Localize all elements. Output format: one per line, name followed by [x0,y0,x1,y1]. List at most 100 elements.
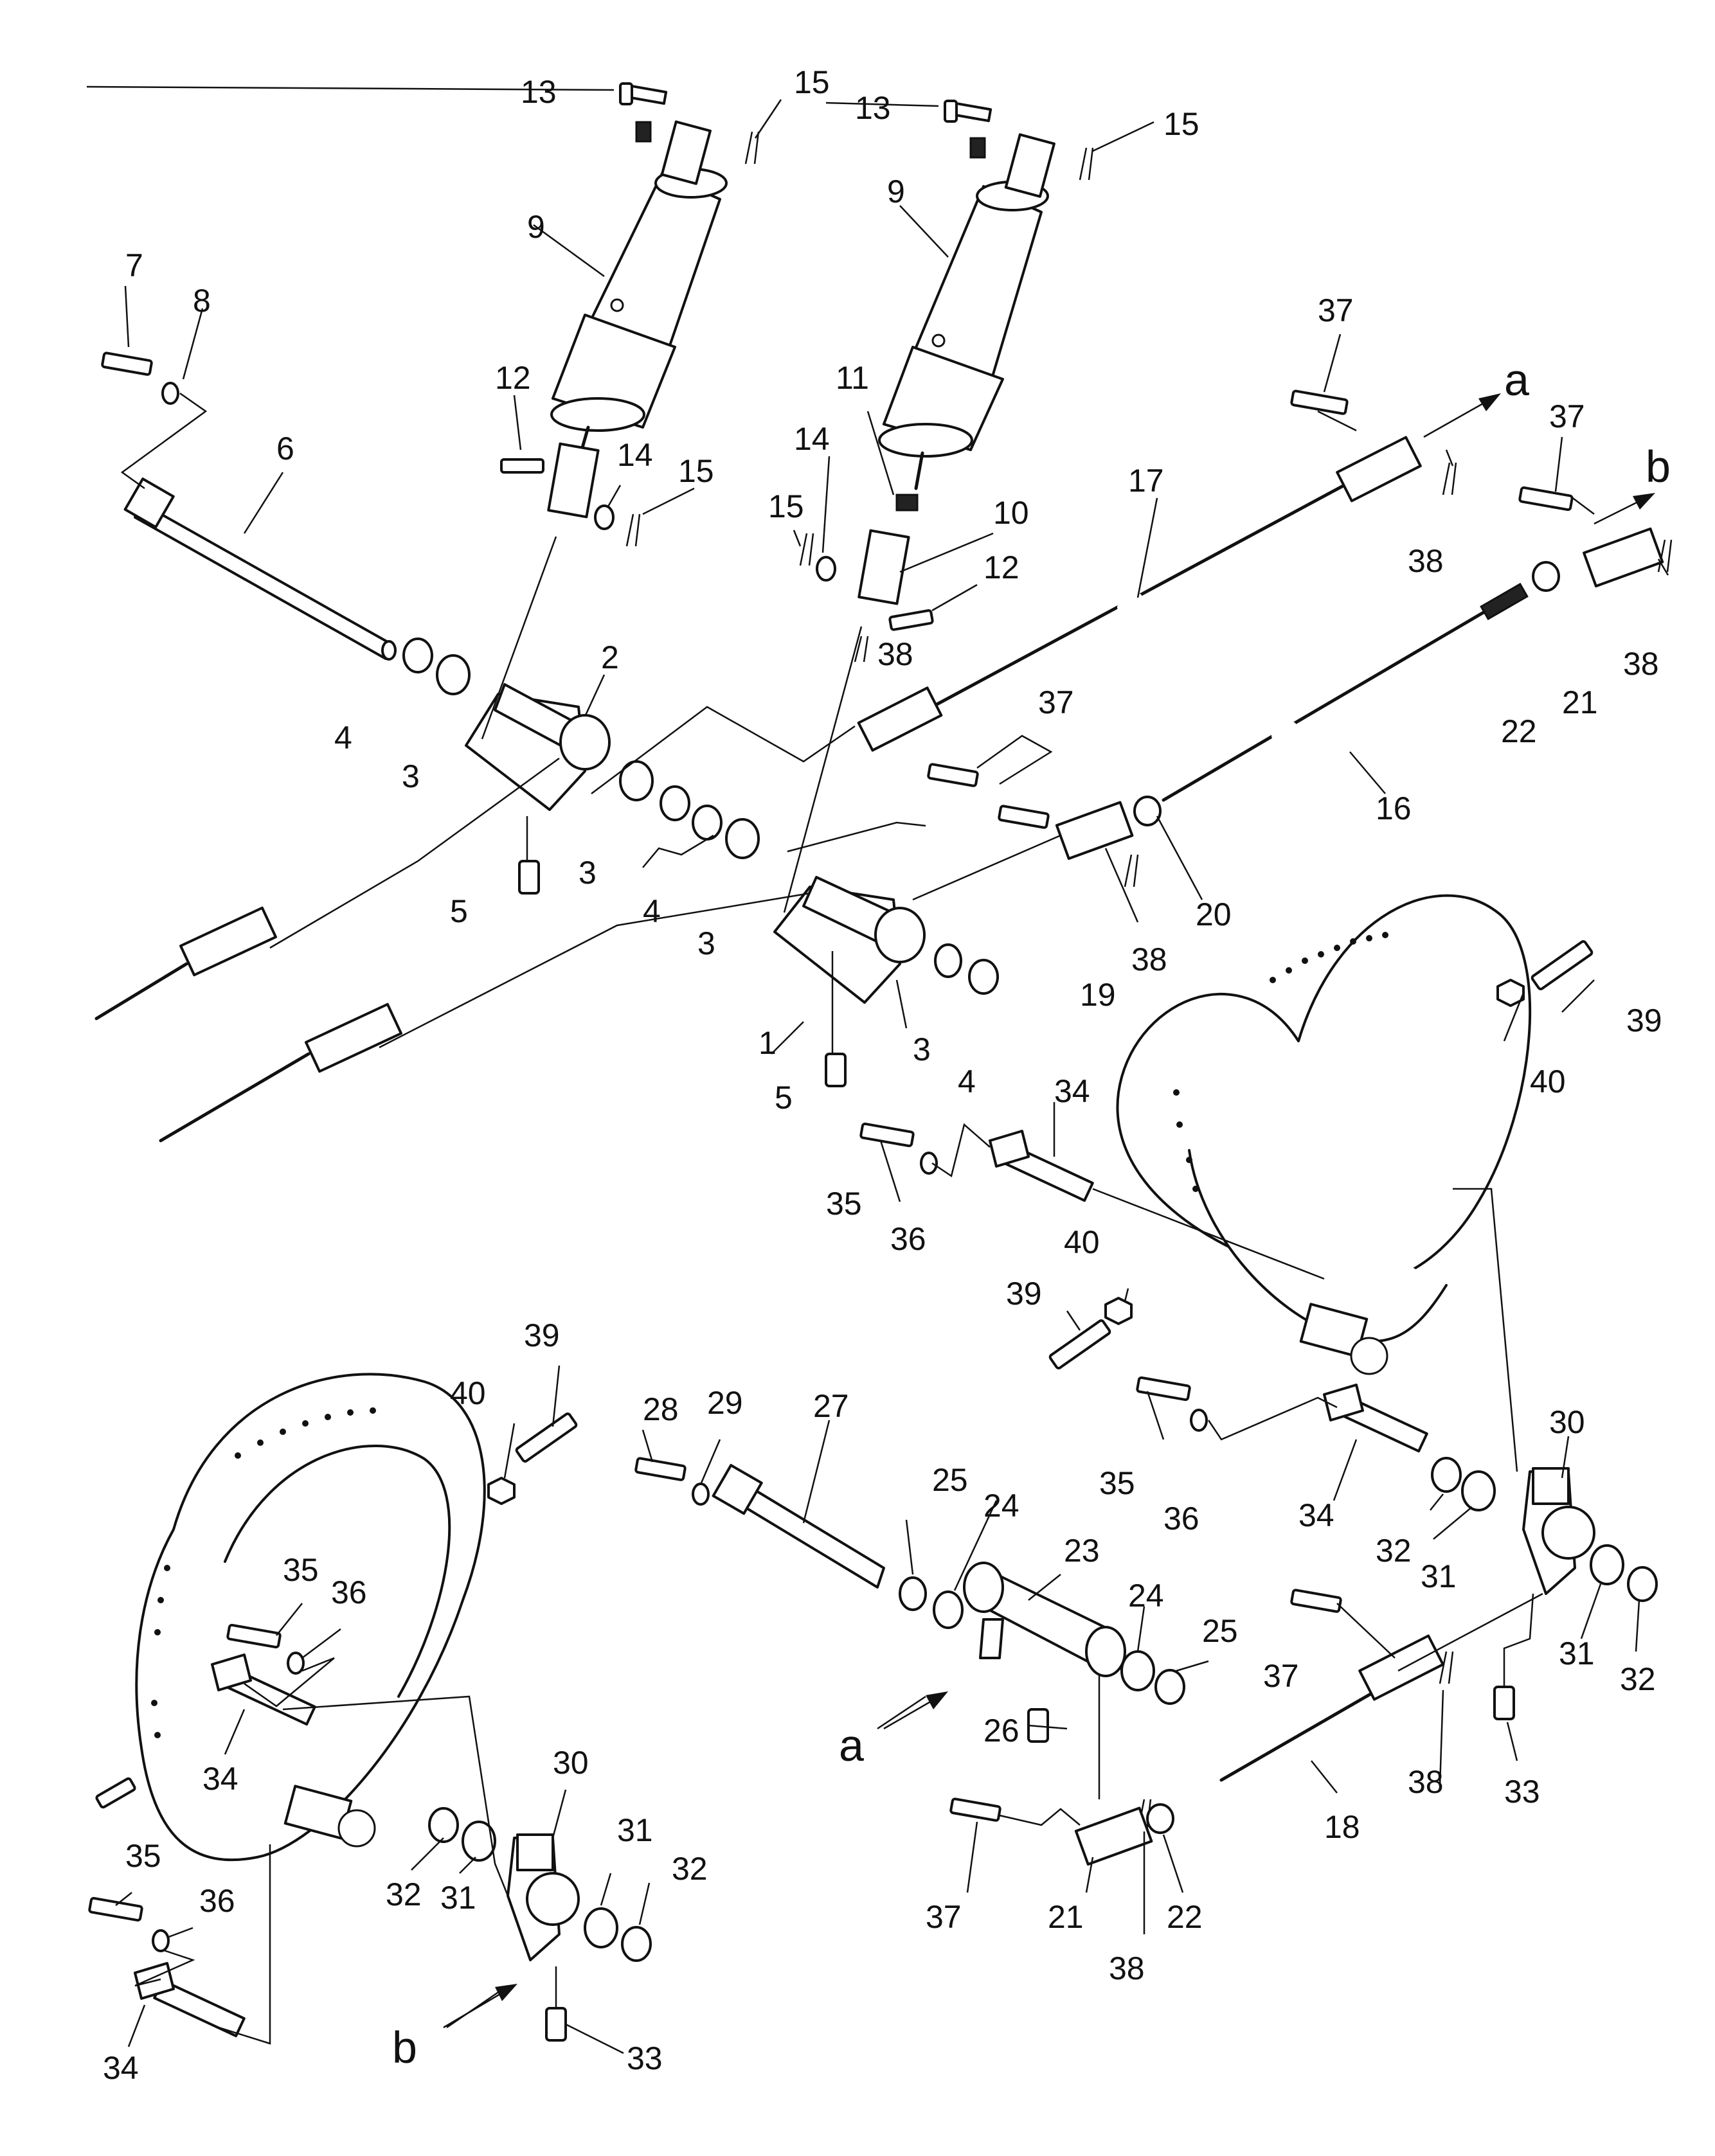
callout-31-a: 31 [1421,1558,1457,1594]
callout-36-b: 36 [1163,1501,1199,1537]
callout-31-d: 31 [440,1880,476,1916]
left-rods [94,906,403,1143]
callout-39-a: 39 [1626,1002,1662,1038]
bushing-24-a [933,1590,964,1629]
callout-38-c: 38 [877,636,913,672]
pin-37-e [1290,1589,1342,1613]
callout-3-d: 3 [913,1031,931,1067]
pin-12-right [888,609,934,631]
callout-37-b: 37 [1549,398,1585,434]
ring-25-b [1154,1669,1185,1705]
callout-3-a: 3 [402,758,420,794]
callout-37-c: 37 [1038,684,1074,720]
callout-36-c: 36 [331,1574,367,1610]
callout-13-left: 13 [521,74,557,110]
ring-32-b [1627,1566,1658,1602]
pin-37-a [1290,389,1349,415]
nut-40-c [487,1477,516,1505]
rod-17 [857,436,1422,752]
callout-40-a: 40 [1530,1064,1566,1100]
callout-15-top-right: 15 [1163,106,1199,142]
callout-36-d: 36 [199,1883,235,1919]
callout-24-a: 24 [983,1488,1019,1524]
callout-34-b: 34 [1298,1497,1334,1533]
callout-7: 7 [125,247,143,283]
bushing-24-b [1120,1650,1155,1691]
washer-14-left [594,504,615,530]
reference-b-top: b [1646,441,1671,492]
callout-5-a: 5 [450,893,468,929]
callout-30-right: 30 [1549,1404,1585,1440]
callout-15-right: 15 [768,488,804,524]
leader-lines [86,85,1669,2054]
pin-34-b [1323,1384,1428,1453]
callout-6: 6 [276,431,294,467]
callout-39-c: 39 [524,1317,560,1353]
ring-25-a [899,1576,927,1611]
cylinder-left [547,120,728,519]
bushing-31-c [462,1821,496,1862]
callout-29: 29 [707,1385,743,1421]
bell-crank-30-left [507,1833,580,1961]
callout-32-c: 32 [672,1851,708,1887]
callout-35-a: 35 [826,1186,862,1222]
callout-38-d: 38 [1131,941,1167,977]
callout-39-b: 39 [1006,1276,1042,1312]
callout-31-c: 31 [617,1812,653,1848]
callout-15-top-left: 15 [794,64,830,100]
grease-33-b [545,2007,567,2042]
callout-16: 16 [1376,790,1412,826]
callout-12-left: 12 [495,360,531,396]
callout-10: 10 [993,495,1029,531]
callout-22-bottom: 22 [1167,1899,1203,1935]
cotter-pins [625,131,1673,1832]
washer-36-c [287,1652,305,1675]
lever-2 [465,683,611,811]
pin-13-right [944,100,992,123]
washer-36-d [152,1929,170,1952]
rod-18 [1074,1634,1444,1866]
lever-1 [773,876,926,1004]
washer-36-b [1190,1409,1208,1432]
callout-35-c: 35 [283,1552,319,1588]
callout-4-b: 4 [643,893,661,929]
pin-13-left [619,82,668,105]
callout-20: 20 [1196,896,1232,932]
grease-33-a [1493,1686,1515,1720]
bushing-3-d [934,943,962,978]
shaft-6 [123,477,397,661]
callout-21-top: 21 [1562,684,1598,720]
callout-11: 11 [836,360,869,396]
ring-32-d [621,1926,652,1962]
callout-32-b: 32 [1620,1661,1656,1697]
bolt-28 [634,1457,687,1481]
callout-23: 23 [1064,1533,1100,1569]
bushing-3-b [619,760,654,801]
callout-24-b: 24 [1128,1578,1164,1614]
brake-band-right [1116,894,1532,1375]
callout-35-b: 35 [1099,1465,1135,1501]
bolt-35-b [1136,1376,1191,1402]
washer-36-a [920,1152,938,1175]
callout-9-left: 9 [527,209,545,245]
callout-25-b: 25 [1202,1613,1238,1649]
ring-32-c [428,1807,459,1843]
callout-37-e: 37 [1263,1658,1299,1694]
ring-32-a [1431,1457,1462,1493]
band-left-holes [151,1407,376,1738]
callout-3-c: 3 [697,925,715,961]
bell-crank-30-right [1522,1467,1595,1595]
callout-14-right: 14 [794,421,830,457]
callout-4-c: 4 [958,1064,976,1100]
bolt-39-b [1048,1319,1111,1369]
pin-37-c [927,763,979,787]
nut-40-b [1104,1297,1133,1325]
bolt-39-a [1531,940,1594,990]
callout-34-d: 34 [103,2050,139,2086]
reference-arrows [443,393,1655,2029]
bushing-31-a [1461,1470,1496,1511]
band-right-holes [1173,932,1388,1192]
callout-35-d: 35 [125,1838,161,1874]
callout-31-b: 31 [1559,1635,1595,1671]
pin-12-left [500,458,544,474]
